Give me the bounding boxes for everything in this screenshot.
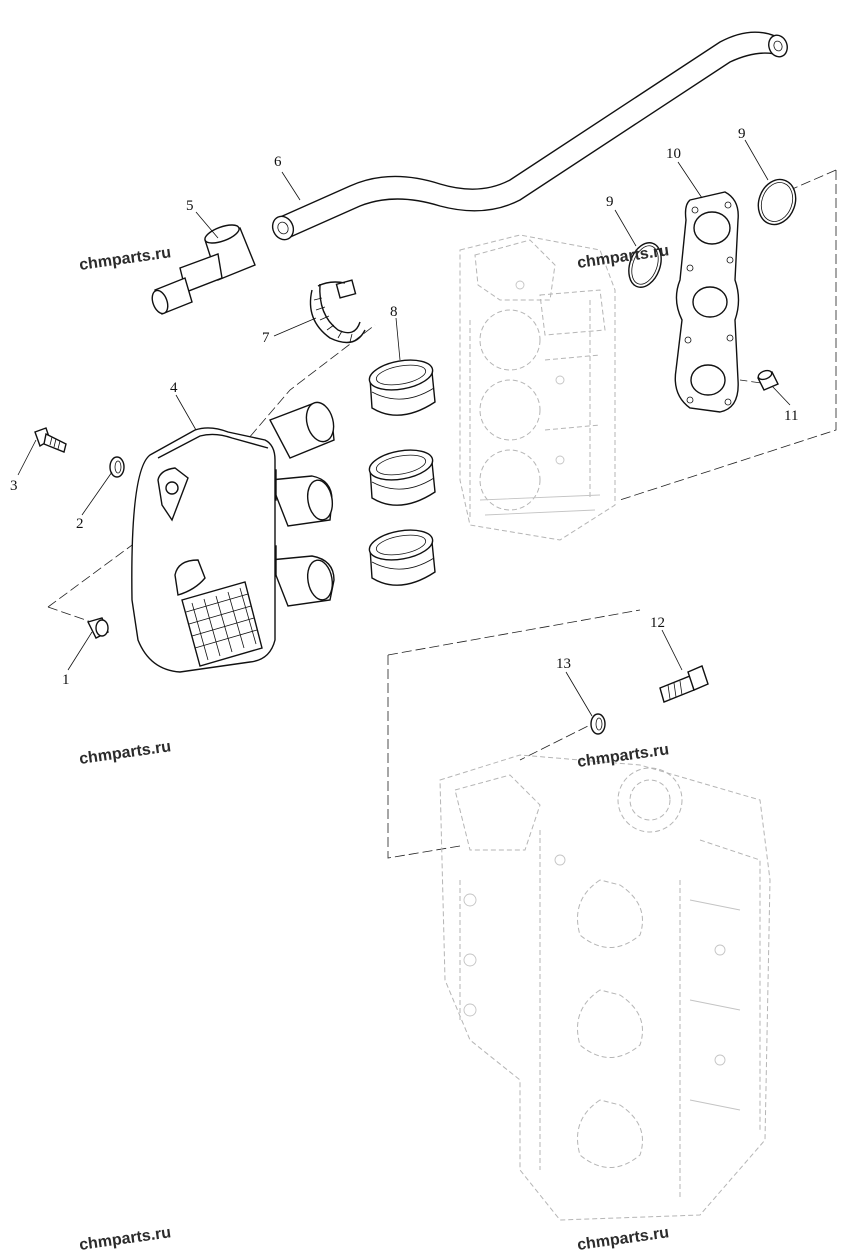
callout-6: 6 — [274, 154, 282, 170]
bolt-part-3 — [34, 427, 67, 453]
washer-part-2 — [109, 456, 125, 478]
callout-2: 2 — [76, 516, 84, 532]
washer-part-13 — [590, 713, 606, 735]
lower-cylinder-block-ghost — [439, 754, 771, 1221]
watermark: chmparts.ru — [576, 741, 670, 771]
o-ring-left — [628, 242, 662, 288]
lower-dashed-boundary — [387, 609, 641, 859]
water-jacket-part — [131, 401, 335, 673]
watermark: chmparts.ru — [78, 1224, 172, 1253]
callout-12: 12 — [650, 615, 665, 631]
plug-part-1 — [86, 617, 109, 639]
gasket-part — [674, 191, 740, 413]
callout-3: 3 — [10, 478, 18, 494]
callout-10: 10 — [666, 146, 681, 162]
clamp-band-part — [309, 279, 366, 344]
watermark: chmparts.ru — [78, 244, 172, 274]
callout-1: 1 — [62, 672, 70, 688]
callout-9-left: 9 — [606, 194, 614, 210]
seal-top — [368, 359, 436, 416]
fitting-part — [151, 224, 256, 315]
hose-part — [271, 31, 788, 241]
seal-bottom — [368, 529, 436, 586]
callout-8: 8 — [390, 304, 398, 320]
callout-4: 4 — [170, 380, 178, 396]
upper-cylinder-head-ghost — [459, 234, 616, 541]
callout-labels: 1 2 3 4 5 6 7 8 9 9 10 11 12 13 — [10, 126, 798, 688]
o-ring-right — [757, 178, 797, 226]
callout-13: 13 — [556, 656, 571, 672]
callout-5: 5 — [186, 198, 194, 214]
callout-11: 11 — [784, 408, 798, 424]
callout-7: 7 — [262, 330, 270, 346]
leader-lines — [17, 139, 791, 717]
callout-9-right: 9 — [738, 126, 746, 142]
watermark: chmparts.ru — [78, 738, 172, 768]
seal-middle — [368, 449, 436, 506]
bolt-part-12 — [659, 665, 709, 703]
dowel-pin-part — [757, 369, 779, 391]
watermark: chmparts.ru — [576, 1224, 670, 1253]
